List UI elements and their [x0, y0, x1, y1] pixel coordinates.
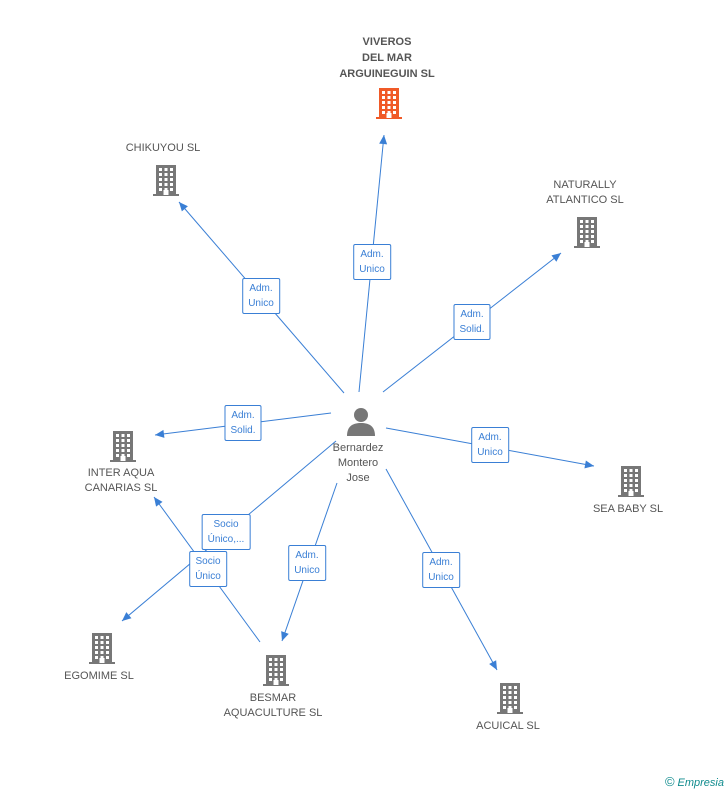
- node-label-sea-baby[interactable]: SEA BABY SL: [592, 503, 664, 515]
- edge-naturally-arrow: [551, 253, 561, 262]
- edge-acuical-arrow: [489, 660, 497, 670]
- edge-egomime-arrow: [122, 612, 132, 621]
- edge-label-chikuyou[interactable]: Adm. Unico: [242, 278, 280, 314]
- edge-besmar-arrow: [281, 631, 289, 641]
- node-label-inter-aqua[interactable]: INTER AQUA CANARIAS SL: [84, 467, 158, 494]
- edge-label-sea-baby[interactable]: Adm. Unico: [471, 427, 509, 463]
- edge-label-inter-aqua-besmar[interactable]: Socio Único: [189, 551, 227, 587]
- node-label-viveros[interactable]: VIVEROS DEL MAR ARGUINEGUIN SL: [339, 36, 435, 80]
- edge-chikuyou-arrow: [179, 202, 188, 212]
- node-label-acuical[interactable]: ACUICAL SL: [476, 720, 540, 732]
- node-label-besmar[interactable]: BESMAR AQUACULTURE SL: [223, 692, 323, 719]
- person-name-label[interactable]: Bernardez Montero Jose: [332, 442, 384, 484]
- brand-name: Empresia: [677, 777, 724, 789]
- edge-label-naturally[interactable]: Adm. Solid.: [453, 304, 491, 340]
- building-icon-besmar[interactable]: [260, 653, 292, 692]
- edge-inter-aqua-arrow: [155, 429, 165, 438]
- person-icon[interactable]: [346, 406, 376, 441]
- copyright-symbol: ©: [664, 774, 675, 789]
- node-label-naturally[interactable]: NATURALLY ATLANTICO SL: [546, 179, 624, 206]
- edge-label-acuical[interactable]: Adm. Unico: [422, 552, 460, 588]
- edge-besmar-inter-arrow: [154, 497, 163, 507]
- node-label-egomime[interactable]: EGOMIME SL: [64, 670, 134, 682]
- building-icon-chikuyou[interactable]: [150, 163, 182, 202]
- building-icon-sea-baby[interactable]: [615, 464, 647, 503]
- edge-label-egomime[interactable]: Socio Único,...: [201, 514, 251, 550]
- edge-sea-baby-arrow: [584, 460, 594, 469]
- edge-label-viveros[interactable]: Adm. Unico: [353, 244, 391, 280]
- building-icon-acuical[interactable]: [494, 681, 526, 720]
- building-icon-naturally[interactable]: [571, 215, 603, 254]
- brand-watermark: ©Empresia: [665, 774, 724, 789]
- edge-label-besmar[interactable]: Adm. Unico: [288, 545, 326, 581]
- building-icon-egomime[interactable]: [86, 631, 118, 670]
- building-icon-viveros[interactable]: [373, 86, 405, 125]
- edge-label-inter-aqua[interactable]: Adm. Solid.: [224, 405, 262, 441]
- building-icon-inter-aqua[interactable]: [107, 429, 139, 468]
- edge-viveros-arrow: [379, 135, 388, 145]
- node-label-chikuyou[interactable]: CHIKUYOU SL: [125, 142, 201, 154]
